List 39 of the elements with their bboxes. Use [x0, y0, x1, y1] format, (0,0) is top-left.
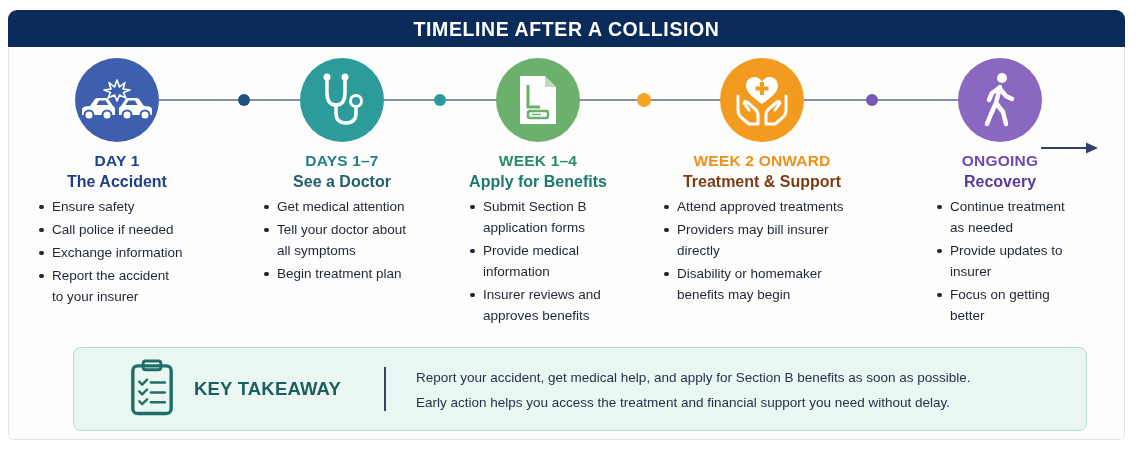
bullet-item: Continue treatment as needed [935, 196, 1072, 238]
bullet-item: Focus on getting better [935, 284, 1072, 326]
bullet-item: Begin treatment plan [262, 263, 415, 284]
timeline-line [158, 99, 239, 101]
bullet-item: Attend approved treatments [662, 196, 857, 217]
bullet-item: Providers may bill insurer directly [662, 219, 857, 261]
diagram-title: TIMELINE AFTER A COLLISION [413, 16, 720, 41]
stage-title: Apply for Benefits [469, 172, 607, 192]
bullet-item: Insurer reviews and approves benefits [468, 284, 608, 326]
bullet-item: Report the accident to your insurer [37, 265, 184, 307]
bullet-item: Ensure safety [37, 196, 184, 217]
bullet-item: Disability or homemaker benefits may begin [662, 263, 857, 305]
timeline-line [650, 99, 721, 101]
bullet-item: Exchange information [37, 242, 184, 263]
bullet-item: Get medical attention [262, 196, 415, 217]
stage-period: DAY 1 [94, 151, 140, 171]
timeline-line [249, 99, 301, 101]
timeline-line [579, 99, 638, 101]
timeline-line [877, 99, 959, 101]
bullet-item: Call police if needed [37, 219, 184, 240]
stage-period: ONGOING [961, 151, 1039, 171]
stage-title: Recovery [964, 172, 1036, 192]
bullet-item: Tell your doctor about all symptoms [262, 219, 415, 261]
stage-period: WEEK 1–4 [498, 151, 578, 171]
timeline-line [803, 99, 867, 101]
stage-period: WEEK 2 ONWARD [693, 151, 831, 171]
stage-period: DAYS 1–7 [305, 151, 379, 171]
stage-title: Treatment & Support [682, 172, 842, 192]
bullet-item: Provide medical information [468, 240, 608, 282]
stage-title: The Accident [67, 172, 167, 192]
takeaway-heading: KEY TAKEAWAY [194, 377, 341, 401]
takeaway-text: Report your accident, get medical help, and apply for Section B benefits as soon as possible. [416, 369, 971, 387]
stage-title: See a Doctor [293, 172, 391, 192]
timeline-line [383, 99, 435, 101]
bullet-item: Provide updates to insurer [935, 240, 1072, 282]
bullet-item: Submit Section B application forms [468, 196, 608, 238]
takeaway-panel [73, 347, 1087, 431]
takeaway-text: Early action helps you access the treatment and financial support you need without delay. [416, 394, 951, 412]
timeline-line [445, 99, 497, 101]
